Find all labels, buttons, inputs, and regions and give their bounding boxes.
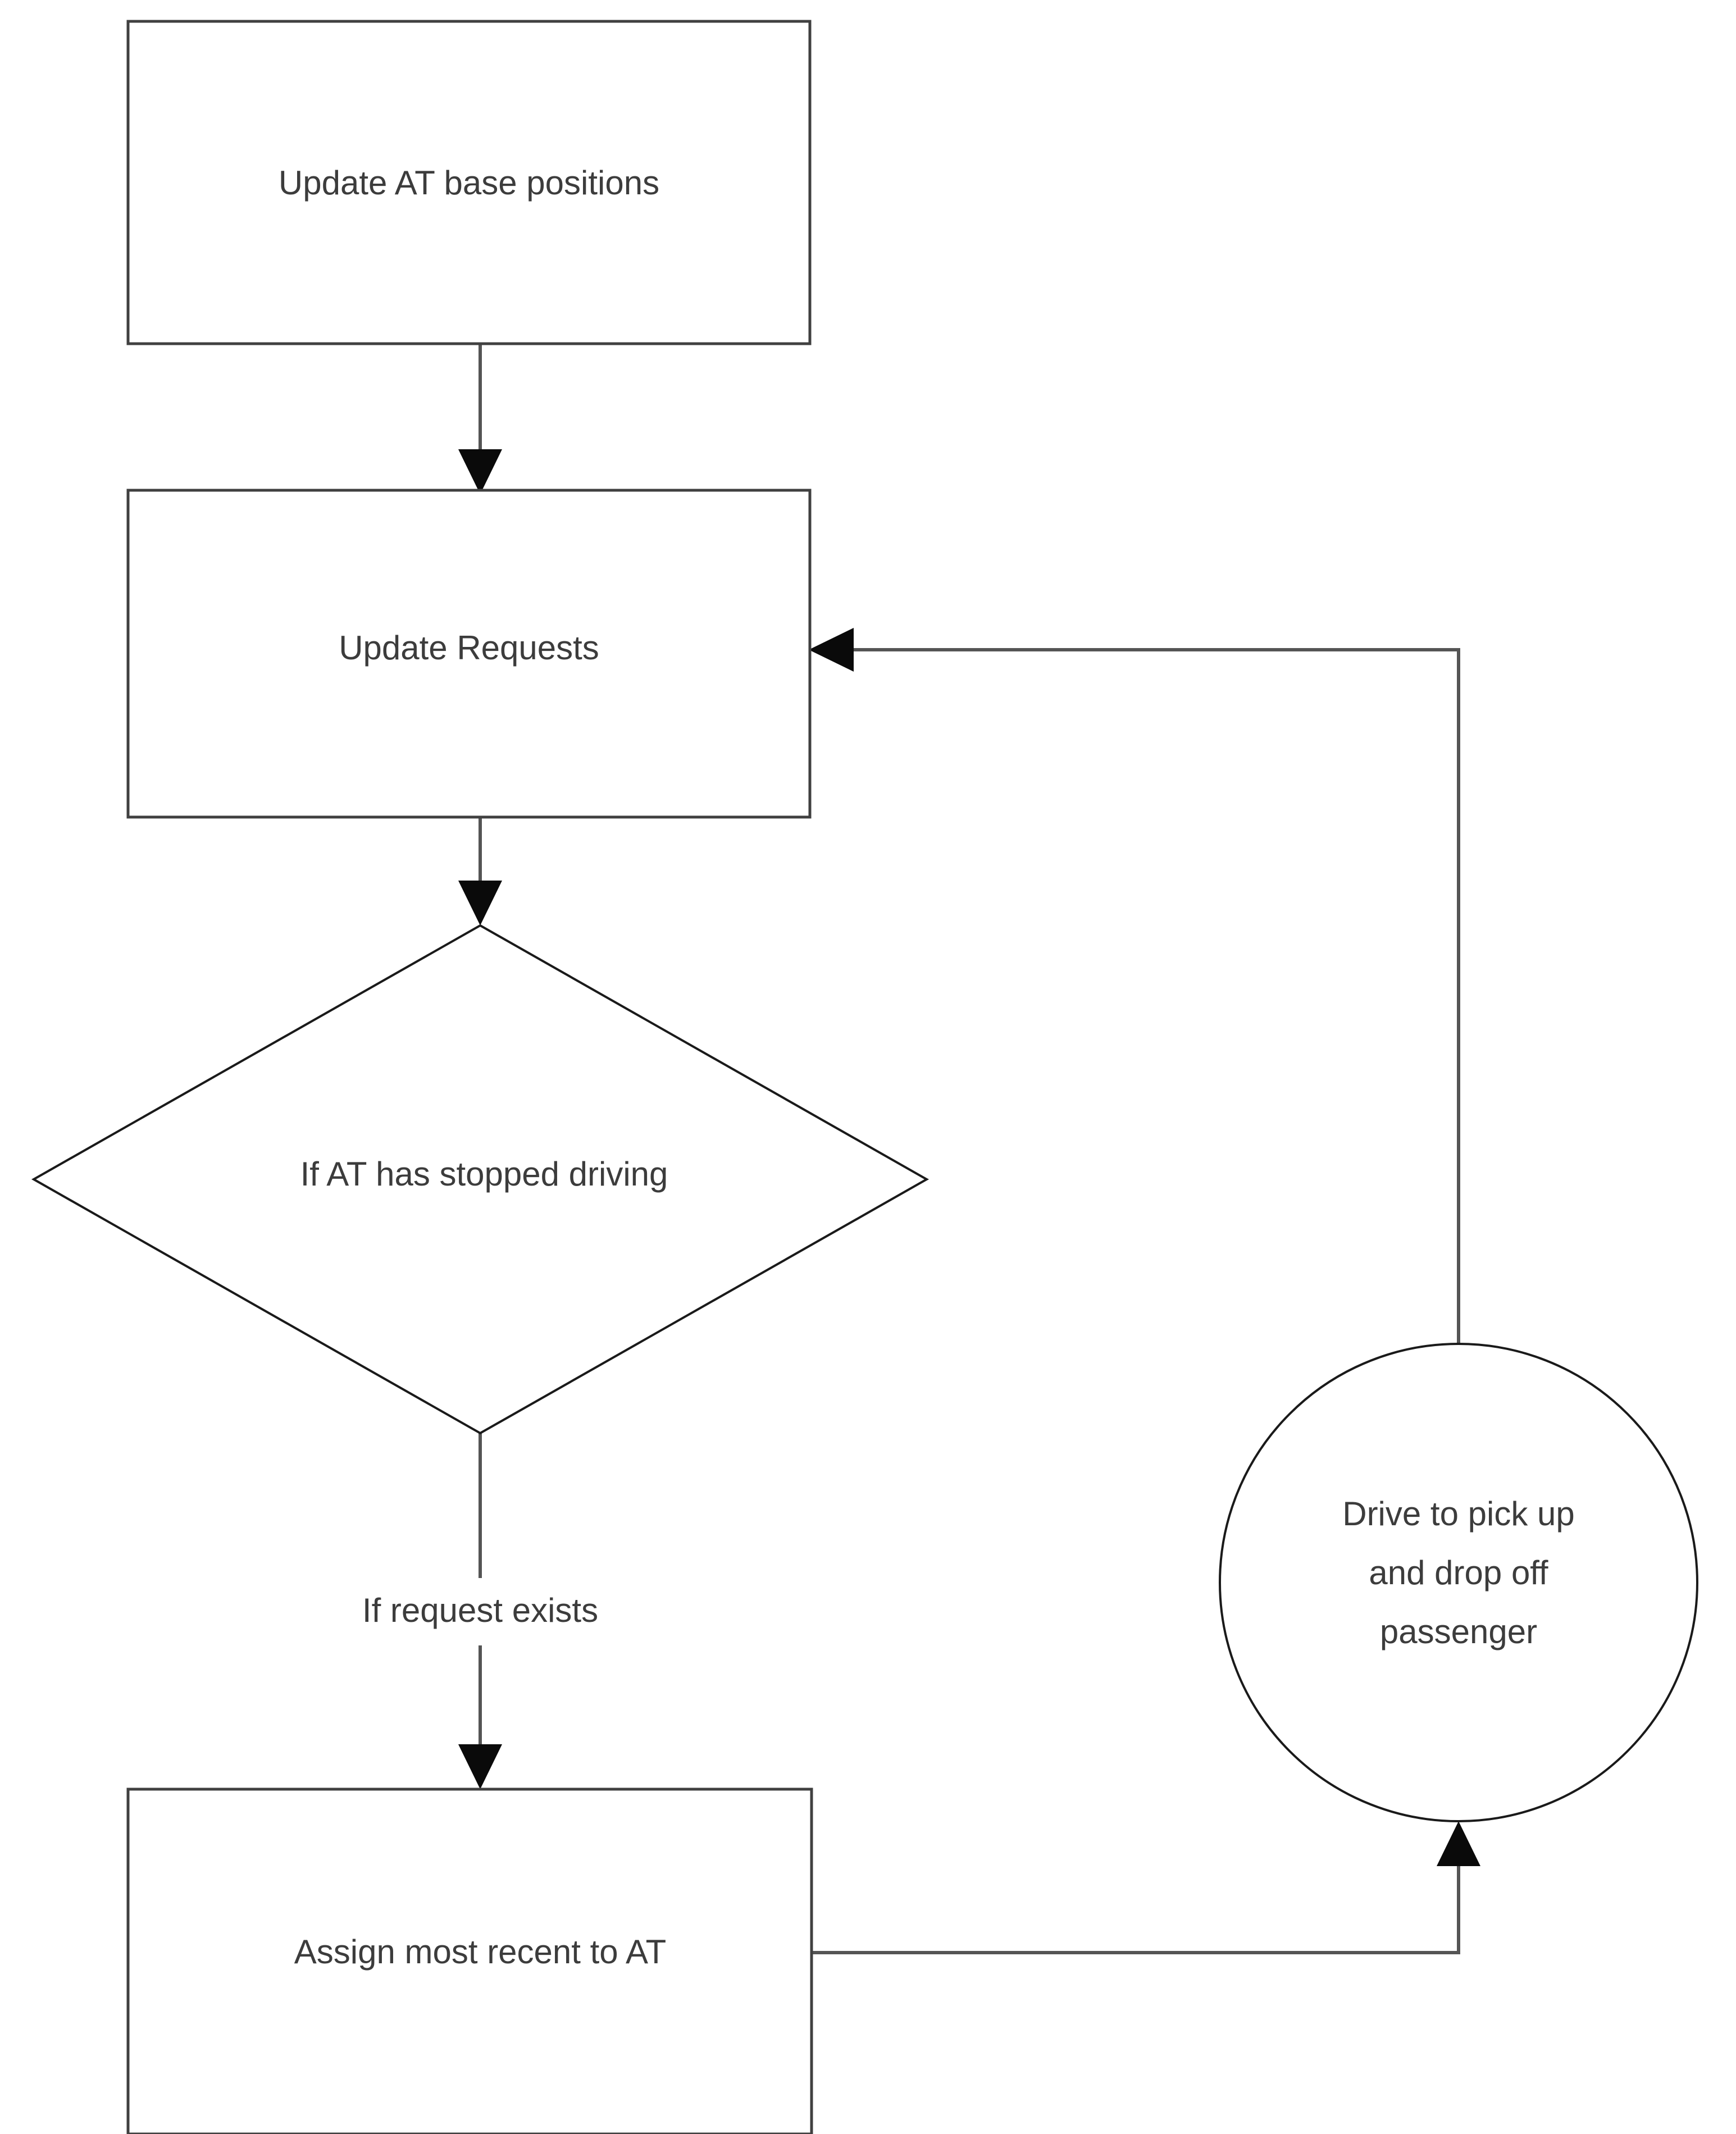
node-update-at-base-positions[interactable]: Update AT base positions — [126, 20, 812, 345]
process-box[interactable] — [126, 20, 812, 345]
node-assign-most-recent-to-at[interactable]: Assign most recent to AT — [126, 1788, 813, 2134]
node-drive-to-pick-up-and-drop-off-passenger[interactable]: Drive to pick up and drop off passenger — [1219, 1343, 1698, 1822]
node-label: Update AT base positions — [279, 164, 659, 202]
node-label-line3: passenger — [1380, 1613, 1537, 1650]
arrowhead-down-icon — [458, 881, 502, 925]
node-update-requests[interactable]: Update Requests — [126, 489, 812, 819]
process-box[interactable] — [126, 489, 812, 819]
arrowhead-down-icon — [458, 449, 502, 494]
arrowhead-left-icon — [809, 628, 854, 672]
arrowhead-down-icon — [458, 1744, 502, 1789]
node-label: If AT has stopped driving — [300, 1155, 668, 1193]
decision-diamond[interactable] — [31, 924, 929, 1435]
edge-assign-to-drive — [812, 1821, 1480, 1954]
node-if-at-has-stopped-driving[interactable]: If AT has stopped driving — [31, 924, 929, 1435]
node-label: Update Requests — [339, 629, 599, 667]
process-box[interactable] — [126, 1788, 813, 2134]
edge-label-backdrop — [292, 1578, 669, 1645]
edge-label-if-request-exists: If request exists — [362, 1592, 598, 1629]
edge-drive-to-requests — [809, 628, 1460, 1344]
edge-line — [821, 648, 1460, 1344]
edge-requests-to-decision — [458, 817, 502, 925]
node-label-line2: and drop off — [1369, 1554, 1548, 1592]
node-label-line1: Drive to pick up — [1342, 1495, 1575, 1533]
terminator-circle[interactable] — [1219, 1343, 1698, 1822]
edge-line — [812, 1834, 1460, 1954]
node-label: Assign most recent to AT — [294, 1933, 667, 1971]
edge-base-positions-to-requests — [458, 344, 502, 494]
arrowhead-up-icon — [1437, 1821, 1480, 1866]
edge-decision-to-assign — [292, 1433, 669, 1789]
